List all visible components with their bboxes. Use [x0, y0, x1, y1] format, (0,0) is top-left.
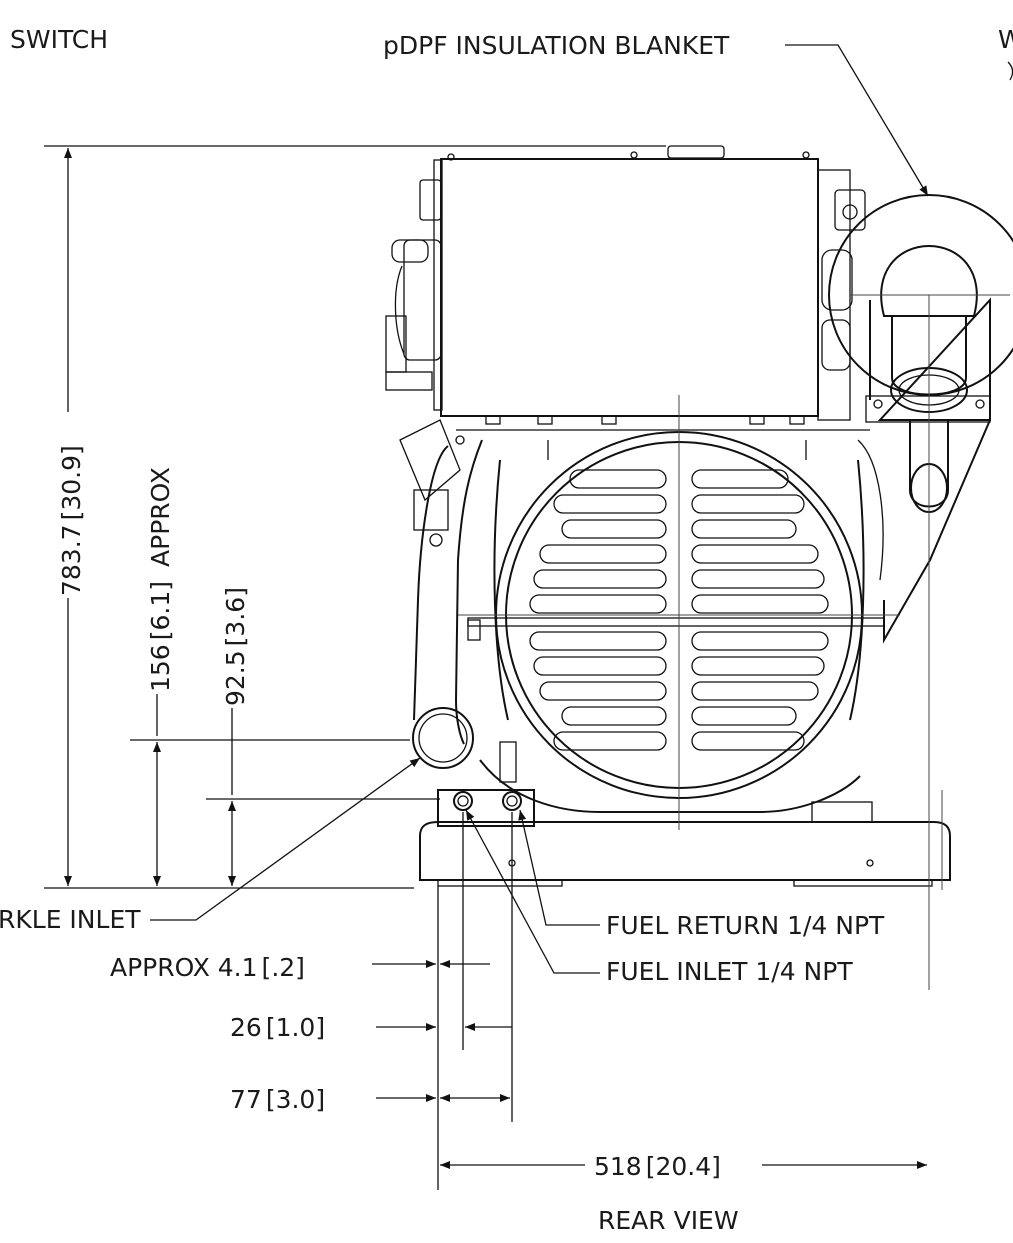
fuel-return-offset-in: 3.0 — [276, 1085, 316, 1114]
svg-text:77[3.0]: 77[3.0] — [230, 1085, 325, 1114]
fuel-height-dimension: 92.5[3.6] — [221, 587, 250, 886]
fuel-inlet-offset-dimension: 26[1.0] — [230, 1013, 512, 1042]
sparkle-inlet-leader — [150, 757, 421, 921]
svg-text:156[6.1]APPROX: 156[6.1]APPROX — [146, 467, 175, 692]
exhaust-width-dimension: 518[20.4] — [440, 1152, 927, 1181]
centerlines — [458, 294, 1010, 990]
fuel-height-mm: 92.5 — [221, 650, 250, 706]
inlet-height-suffix: APPROX — [146, 467, 175, 567]
sparkle-inlet-callout: RKLE INLET — [0, 905, 141, 934]
exhaust-width-in: 20.4 — [655, 1152, 711, 1181]
svg-text:783.7[30.9]: 783.7[30.9] — [57, 445, 86, 596]
insulation-blanket-callout: pDPF INSULATION BLANKET — [383, 31, 730, 60]
fuel-inlet-fitting — [453, 791, 473, 811]
sparkle-inlet-pipe — [412, 707, 474, 769]
fuel-return-offset-mm: 77 — [230, 1085, 262, 1114]
svg-text:APPROX 4.1[.2]: APPROX 4.1[.2] — [110, 953, 305, 982]
base-frame — [419, 821, 951, 881]
inlet-height-in: 6.1 — [146, 591, 175, 631]
control-box — [440, 158, 819, 417]
fuel-return-callout: FUEL RETURN 1/4 NPT — [606, 911, 885, 940]
overall-height-dimension: 783.7[30.9] — [57, 148, 86, 886]
exhaust-width-mm: 518 — [594, 1152, 642, 1181]
overall-height-mm: 783.7 — [57, 524, 86, 596]
generator-rear-outline — [385, 145, 951, 887]
switch-callout: SWITCH — [10, 25, 108, 54]
overall-height-in: 30.9 — [57, 455, 86, 511]
fuel-return-leader — [518, 809, 600, 926]
fuel-inlet-offset-mm: 26 — [230, 1013, 262, 1042]
inlet-height-dimension: 156[6.1]APPROX — [146, 467, 175, 886]
edge-letter-label: W — [998, 25, 1013, 54]
fuel-return-fitting — [502, 791, 522, 811]
fuel-inlet-offset-in: 1.0 — [276, 1013, 316, 1042]
svg-text:518[20.4]: 518[20.4] — [594, 1152, 721, 1181]
svg-text:26[1.0]: 26[1.0] — [230, 1013, 325, 1042]
svg-text:92.5[3.6]: 92.5[3.6] — [221, 587, 250, 706]
inlet-height-mm: 156 — [146, 644, 175, 692]
edge-offset-in: .2 — [271, 953, 295, 982]
fuel-height-in: 3.6 — [221, 597, 250, 637]
edge-symbol — [1007, 61, 1013, 81]
edge-offset-dimension: APPROX 4.1[.2] — [110, 953, 490, 982]
insulation-blanket-leader — [785, 44, 929, 197]
view-title: REAR VIEW — [598, 1206, 739, 1235]
fuel-inlet-leader — [465, 809, 600, 974]
edge-offset-mm: APPROX 4.1 — [110, 953, 258, 982]
fuel-inlet-callout: FUEL INLET 1/4 NPT — [606, 957, 853, 986]
fuel-return-offset-dimension: 77[3.0] — [230, 1085, 510, 1114]
